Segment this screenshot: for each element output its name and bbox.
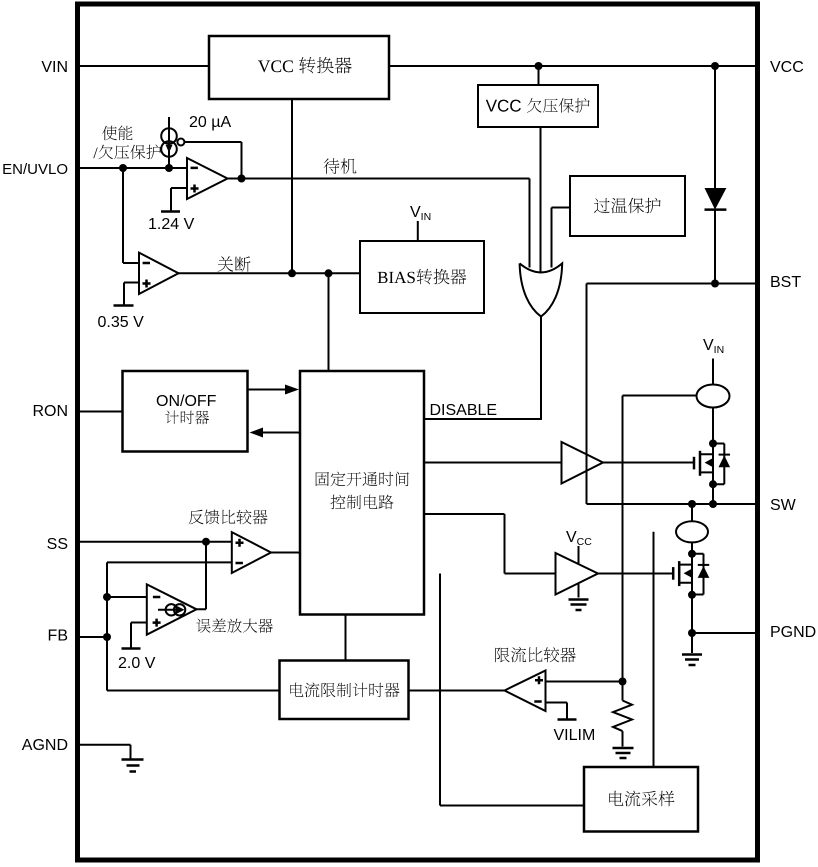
svg-text:FB: FB: [48, 628, 68, 645]
svg-text:0.35 V: 0.35 V: [98, 314, 145, 331]
svg-text:VCC: VCC: [566, 529, 592, 548]
svg-text:VIN: VIN: [410, 204, 431, 223]
svg-text:RON: RON: [32, 403, 68, 420]
svg-text:2.0 V: 2.0 V: [118, 655, 156, 672]
svg-text:VIN: VIN: [703, 337, 724, 356]
svg-text:AGND: AGND: [22, 737, 68, 754]
svg-text:VILIM: VILIM: [554, 727, 596, 744]
svg-text:DISABLE: DISABLE: [430, 402, 498, 419]
svg-text:20 µA: 20 µA: [189, 114, 231, 131]
svg-text:SS: SS: [47, 536, 68, 553]
svg-text:ON/OFF: ON/OFF: [156, 393, 217, 410]
svg-text:1.24 V: 1.24 V: [148, 216, 195, 233]
svg-text:PGND: PGND: [770, 624, 816, 641]
svg-text:VIN: VIN: [41, 59, 68, 76]
svg-text:EN/UVLO: EN/UVLO: [2, 161, 68, 178]
svg-text:VCC: VCC: [770, 59, 804, 76]
svg-text:SW: SW: [770, 497, 797, 514]
svg-text:BST: BST: [770, 274, 801, 291]
